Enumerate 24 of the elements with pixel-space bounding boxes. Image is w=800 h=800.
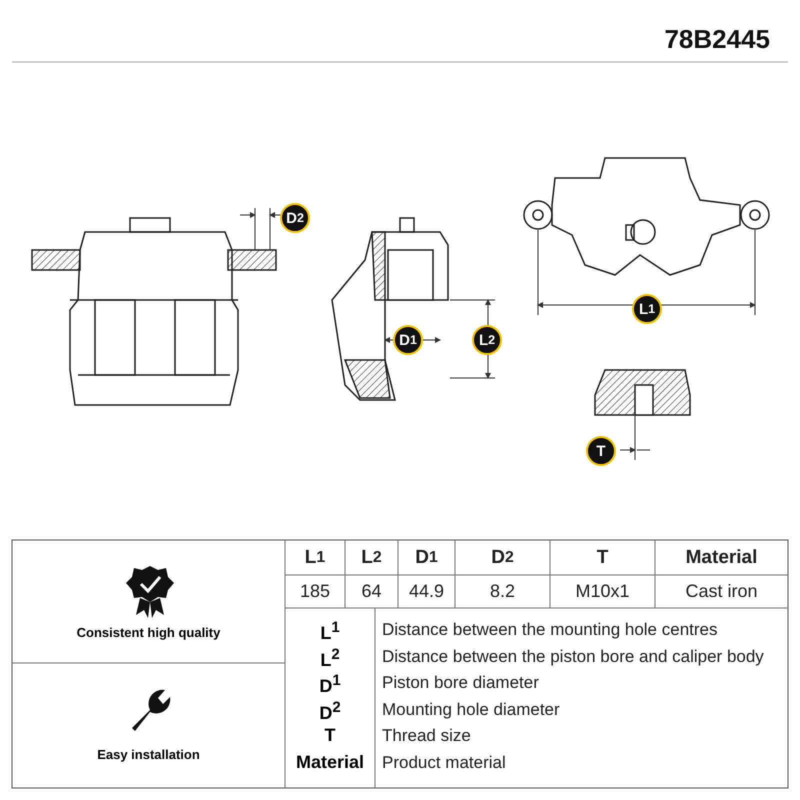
legend-key: D$^{1}$ — [285, 672, 375, 697]
legend-description: Thread size — [382, 726, 471, 746]
legend-description: Mounting hole diameter — [382, 700, 560, 720]
feature-caption: Consistent high quality — [76, 625, 222, 640]
table-cell-text: Cast iron — [684, 580, 759, 603]
table-header: Material — [684, 546, 758, 570]
legend-key: L$^{1}$ — [285, 619, 375, 644]
legend-key: D$^{2}$ — [285, 698, 375, 724]
legend-description: Product material — [382, 752, 506, 772]
table-cell-text: 8.2 — [488, 580, 516, 603]
table-cell-text: M10x1 — [574, 580, 631, 603]
legend-key: L$^{2}$ — [285, 646, 375, 670]
part-number: 78B2445 — [664, 24, 770, 55]
legend-key: T — [285, 725, 375, 746]
feature-caption: Easy installation — [96, 747, 201, 762]
legend-key: Material — [285, 752, 375, 772]
legend-description: Piston bore diameter — [382, 673, 539, 693]
table-cell-text: 185 — [298, 580, 332, 603]
legend-description: Distance between the mounting hole centres — [382, 620, 718, 640]
legend-description: Distance between the piston bore and caliper body — [382, 646, 764, 666]
table-cell-text: 44.9 — [408, 580, 446, 603]
table-cell-text: 64 — [360, 580, 383, 603]
dimension-callout: T — [586, 436, 616, 466]
table-header: T — [596, 546, 610, 570]
